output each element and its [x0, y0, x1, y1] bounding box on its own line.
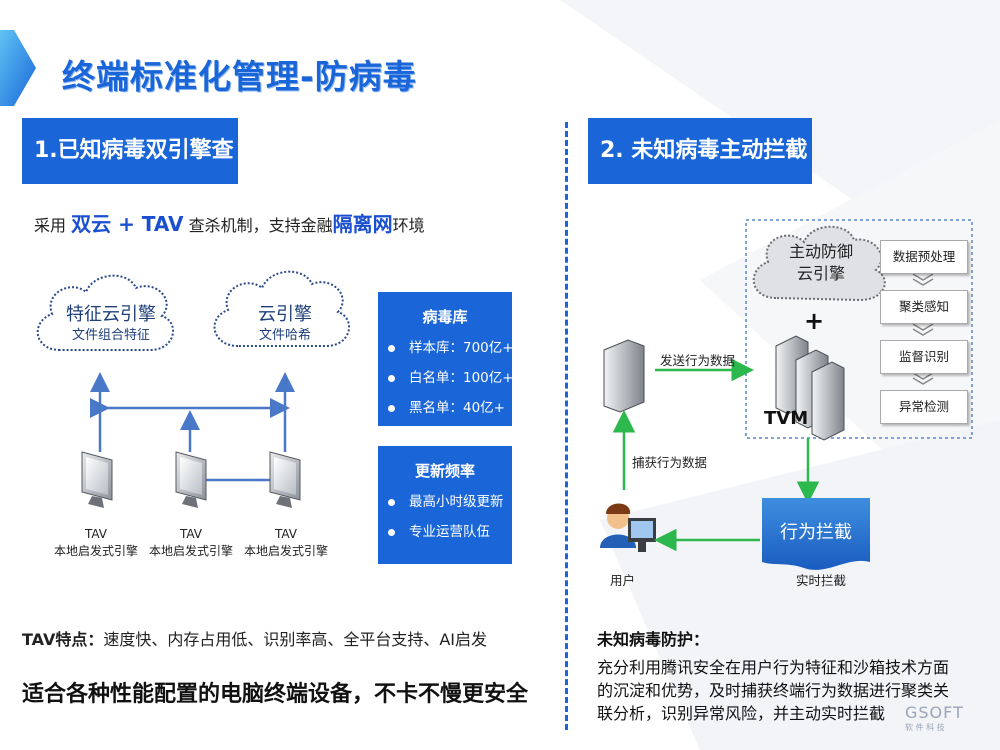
subtitle-highlight-isolated-net: 隔离网: [332, 212, 393, 236]
plus-sign: +: [804, 307, 825, 335]
cloud-engine-title: 云引擎: [258, 304, 312, 325]
virus-db-item: 样本库：700亿+: [378, 333, 514, 363]
step-supervised-recognition: 监督识别: [880, 340, 968, 374]
active-defense-line2: 云引擎: [796, 264, 845, 283]
chevron-down-icon: [912, 273, 934, 286]
virus-db-item: 黑名单：40亿+: [378, 393, 512, 423]
section-divider: [565, 122, 568, 730]
left-tagline: 适合各种性能配置的电脑终端设备，不卡不慢更安全: [22, 682, 529, 707]
update-freq-title: 更新频率: [414, 462, 475, 480]
realtime-intercept-label: 实时拦截: [796, 573, 847, 588]
update-freq-box: 更新频率 最高小时级更新 专业运营队伍: [378, 446, 512, 564]
chevron-down-icon: [912, 372, 934, 385]
terminal-label-line1: TAV: [274, 527, 298, 541]
step-anomaly-detection: 异常检测: [880, 390, 968, 424]
left-subtitle: 采用 双云 + TAV 查杀机制，支持金融隔离网环境: [34, 208, 425, 237]
section-header-unknown-virus: 2. 未知病毒主动拦截: [588, 118, 812, 184]
cloud-feature-sub: 文件组合特征: [71, 328, 150, 343]
chevron-down-icon: [912, 323, 934, 336]
title-accent-tab: [0, 30, 36, 106]
behavior-intercept-label: 行为拦截: [780, 522, 852, 543]
monitor-icon: [81, 451, 113, 508]
cloud-feature-title: 特征云引擎: [66, 304, 156, 325]
unknown-virus-description: 充分利用腾讯安全在用户行为特征和沙箱技术方面的沉淀和优势，及时捕获终端行为数据进…: [597, 658, 950, 723]
cloud-engine-sub: 文件哈希: [258, 328, 311, 343]
user-computer-icon: [600, 503, 656, 552]
right-intercept-diagram: [600, 219, 973, 570]
send-behavior-label: 发送行为数据: [660, 353, 736, 368]
terminal-label-line2: 本地启发式引擎: [53, 544, 138, 558]
update-freq-item: 最高小时级更新: [378, 487, 512, 517]
watermark-sub: 软 件 科 技: [905, 723, 945, 732]
user-label: 用户: [610, 573, 636, 588]
cloud-icon: [36, 274, 174, 351]
update-freq-item: 专业运营队伍: [378, 517, 512, 547]
terminal-label-line2: 本地启发式引擎: [148, 544, 233, 558]
section-header-known-virus: 1.已知病毒双引擎查杀: [22, 118, 238, 229]
page-title: 终端标准化管理-防病毒: [62, 57, 417, 96]
virus-db-title: 病毒库: [422, 308, 468, 326]
virus-db-item: 白名单：100亿+: [378, 363, 514, 393]
tav-features-label: TAV特点：: [22, 630, 104, 649]
terminal-label: TAV 本地启发式引擎: [41, 526, 151, 560]
terminal-label-line1: TAV: [179, 527, 203, 541]
subtitle-pre: 采用: [34, 216, 67, 235]
virus-db-box: 病毒库 样本库：700亿+ 白名单：100亿+ 黑名单：40亿+: [378, 292, 514, 426]
subtitle-highlight-dual-cloud: 双云 + TAV: [71, 212, 184, 236]
unknown-virus-title: 未知病毒防护：: [597, 630, 710, 649]
capture-behavior-label: 捕获行为数据: [632, 455, 708, 470]
tav-features-text: 速度快、内存占用低、识别率高、全平台支持、AI启发: [103, 630, 488, 649]
monitor-icon: [175, 451, 207, 508]
tav-features: TAV特点：速度快、内存占用低、识别率高、全平台支持、AI启发: [22, 626, 487, 650]
tvm-label: TVM: [764, 408, 809, 429]
step-cluster-perception: 聚类感知: [880, 290, 968, 324]
subtitle-post: 环境: [392, 216, 425, 235]
terminal-label: TAV 本地启发式引擎: [136, 526, 246, 560]
left-engine-diagram: [36, 270, 350, 508]
terminal-label-line1: TAV: [84, 527, 108, 541]
cloud-icon: [752, 225, 886, 302]
watermark-logo: GSOFT: [905, 703, 964, 722]
active-defense-line1: 主动防御: [788, 242, 853, 261]
monitor-icon: [269, 451, 301, 508]
subtitle-mid: 查杀机制，支持金融: [188, 216, 333, 235]
step-data-preprocess: 数据预处理: [880, 240, 968, 274]
server-icon: [775, 335, 845, 441]
cloud-icon: [213, 270, 350, 347]
terminal-label-line2: 本地启发式引擎: [243, 544, 328, 558]
server-icon: [603, 339, 645, 413]
terminal-label: TAV 本地启发式引擎: [231, 526, 341, 560]
